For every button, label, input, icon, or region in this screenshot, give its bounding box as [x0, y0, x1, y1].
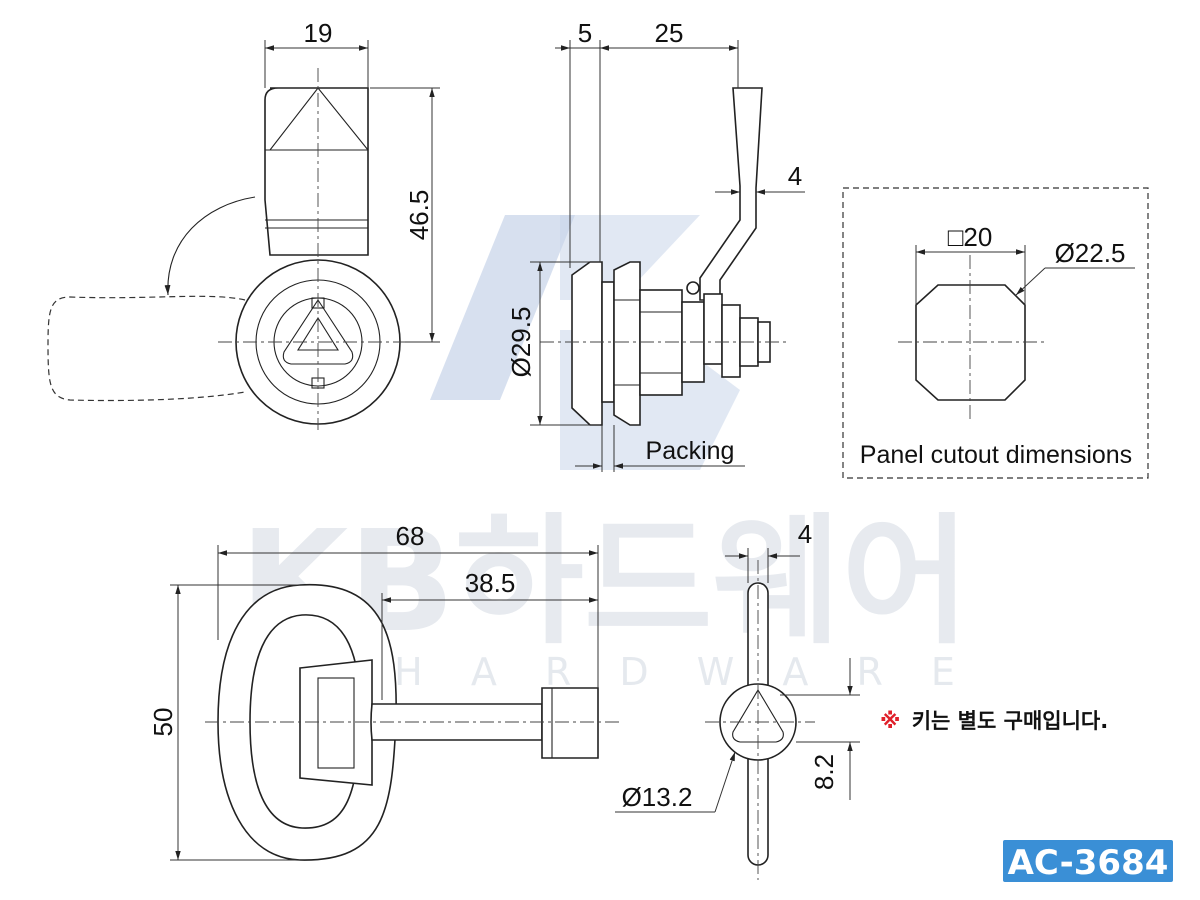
dim-cutout-square: □20 [948, 222, 993, 252]
dim-key-length: 68 [396, 521, 425, 551]
packing-label: Packing [646, 437, 735, 465]
dim-cam-thickness: 4 [788, 161, 802, 191]
panel-cutout-label: Panel cutout dimensions [860, 441, 1132, 469]
key-side-view [170, 545, 620, 861]
dim-key-height: 50 [148, 708, 178, 737]
key-sold-separately-note: ※ 키는 별도 구매입니다. [880, 709, 1108, 733]
panel-cutout-view [842, 187, 1149, 479]
dim-key-tip-diameter: Ø13.2 [622, 782, 693, 812]
dim-front-width: 19 [304, 18, 333, 48]
side-view [530, 40, 805, 472]
dim-body-diameter: Ø29.5 [506, 307, 536, 378]
dim-key-tip-offset: 8.2 [809, 754, 839, 790]
dim-key-thickness: 4 [798, 519, 812, 549]
front-view [47, 40, 440, 430]
dim-side-cam: 25 [655, 18, 684, 48]
dim-front-height: 46.5 [404, 190, 434, 241]
dim-key-shaft: 38.5 [465, 568, 516, 598]
dim-cutout-diameter: Ø22.5 [1055, 238, 1126, 268]
note-text: 키는 별도 구매입니다. [912, 709, 1108, 733]
note-mark-icon: ※ [880, 709, 900, 733]
key-end-view [615, 548, 860, 880]
model-number-badge: AC-3684 [1003, 840, 1173, 883]
dim-side-nut: 5 [578, 18, 592, 48]
model-number: AC-3684 [1008, 843, 1169, 883]
svg-text:※ 키는 별도 구매입니다.: ※ 키는 별도 구매입니다. [880, 709, 1108, 733]
